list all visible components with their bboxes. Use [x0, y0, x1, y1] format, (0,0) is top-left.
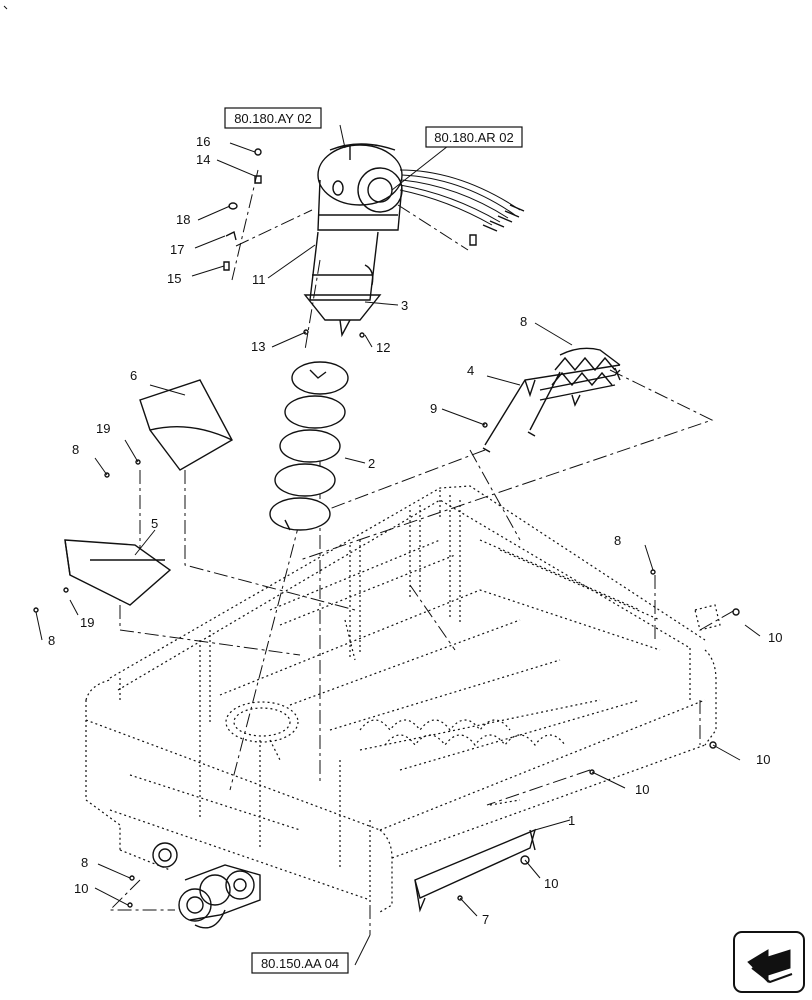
ref-box-aa04[interactable]: 80.150.AA 04 — [251, 952, 349, 974]
ref-ar02-text: 80.180.AR 02 — [434, 130, 514, 145]
callout-6: 6 — [130, 368, 137, 383]
callout-8-chute5: 8 — [48, 633, 55, 648]
chute-part-6 — [139, 379, 233, 471]
callout-13: 13 — [251, 339, 265, 354]
callout-11: 11 — [252, 272, 266, 287]
ref-aa04-text: 80.150.AA 04 — [261, 956, 339, 971]
callout-8-bottom: 8 — [81, 855, 88, 870]
chute-part-5 — [64, 539, 172, 606]
assembly-lines — [108, 169, 736, 935]
callout-14: 14 — [196, 152, 210, 167]
callout-19-a: 19 — [96, 421, 110, 436]
shield-part-1 — [414, 828, 537, 913]
next-page-arrow-icon[interactable] — [733, 931, 805, 993]
callout-18: 18 — [176, 212, 190, 227]
ref-ay02-text: 80.180.AY 02 — [234, 111, 312, 126]
callout-10-e: 10 — [74, 881, 88, 896]
callout-5: 5 — [151, 516, 158, 531]
callout-10-c: 10 — [635, 782, 649, 797]
callout-8-right: 8 — [614, 533, 621, 548]
ref-box-ar02[interactable]: 80.180.AR 02 — [425, 126, 523, 148]
callout-10-d: 10 — [544, 876, 558, 891]
drive-assembly — [152, 842, 261, 929]
callout-17: 17 — [170, 242, 184, 257]
callout-7: 7 — [482, 912, 489, 927]
ref-box-ay02[interactable]: 80.180.AY 02 — [224, 107, 322, 129]
callout-16: 16 — [196, 134, 210, 149]
callout-10-a: 10 — [768, 630, 782, 645]
callout-12: 12 — [376, 340, 390, 355]
corner-mark — [3, 5, 8, 10]
callout-2: 2 — [368, 456, 375, 471]
callout-19-b: 19 — [80, 615, 94, 630]
auger-flighting — [269, 361, 349, 531]
callout-15: 15 — [167, 271, 181, 286]
callout-4: 4 — [467, 363, 474, 378]
auger-tube — [303, 231, 382, 338]
leader-lines — [35, 124, 761, 966]
cyclone-head — [317, 143, 525, 232]
callout-8-chute6: 8 — [72, 442, 79, 457]
ladder-part-4 — [482, 347, 621, 453]
callout-1: 1 — [568, 813, 575, 828]
callout-8-ladder: 8 — [520, 314, 527, 329]
callout-labels: 1 2 3 4 5 6 7 8 8 8 8 8 9 10 10 10 10 10… — [48, 134, 782, 927]
callout-3: 3 — [401, 298, 408, 313]
hopper-frame — [85, 485, 721, 913]
callout-10-b: 10 — [756, 752, 770, 767]
callout-9: 9 — [430, 401, 437, 416]
